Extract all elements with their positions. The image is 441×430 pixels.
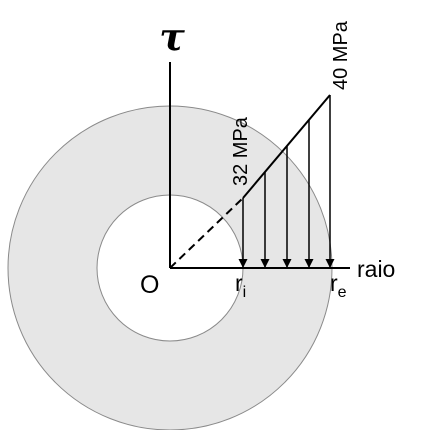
outer-stress-label: 40 MPa	[330, 20, 352, 90]
inner-stress-label: 32 MPa	[230, 116, 252, 186]
inner-radius-subscript: i	[243, 284, 247, 301]
origin-label: O	[140, 271, 159, 299]
outer-radius-label: re	[330, 270, 347, 301]
stress-arrows	[238, 95, 335, 268]
radius-axis-label: raio	[357, 256, 395, 282]
inner-radius-base: r	[235, 270, 243, 296]
outer-radius-base: r	[330, 270, 338, 296]
stress-extension-dashed	[169, 197, 244, 269]
tau-axis-label: τ	[159, 14, 185, 59]
outer-radius-subscript: e	[338, 284, 347, 301]
inner-radius-label: ri	[235, 270, 246, 301]
